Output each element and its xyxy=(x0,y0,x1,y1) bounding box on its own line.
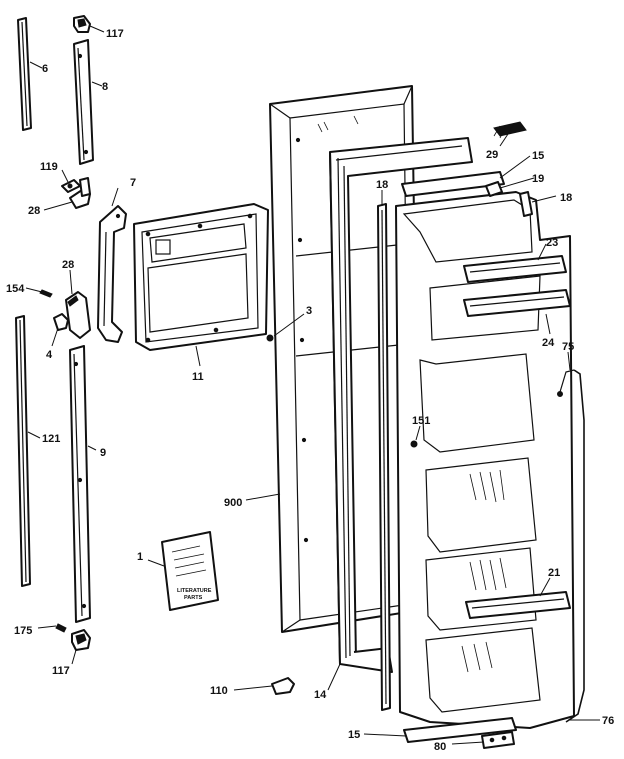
callout-1: 1 xyxy=(137,551,143,563)
part-24-lower-shelf-bar xyxy=(463,289,571,317)
callout-900: 900 xyxy=(224,497,242,509)
callout-28-mid: 28 xyxy=(62,259,74,271)
callout-110: 110 xyxy=(210,685,228,697)
callout-80: 80 xyxy=(434,741,446,753)
callout-7: 7 xyxy=(130,177,136,189)
callout-15-bottom: 15 xyxy=(348,729,360,741)
part-18-right-strip xyxy=(519,191,533,217)
part-175-screw xyxy=(55,623,67,633)
part-151-screw xyxy=(410,440,418,448)
part-7-door-handle xyxy=(97,205,127,343)
callout-11: 11 xyxy=(192,371,204,383)
leader-lines xyxy=(25,25,600,745)
callout-18-right: 18 xyxy=(560,192,572,204)
callout-117-bottom: 117 xyxy=(52,665,70,677)
callout-8: 8 xyxy=(102,81,108,93)
part-19-clip xyxy=(485,181,503,197)
part-18-left-strip xyxy=(377,203,391,711)
callout-119: 119 xyxy=(40,161,58,173)
callout-15-top: 15 xyxy=(532,150,544,162)
part-21-bottom-shelf-bar xyxy=(465,591,571,619)
part-28-mid-bracket xyxy=(65,291,91,339)
part-3-screw xyxy=(266,334,274,342)
callout-9: 9 xyxy=(100,447,106,459)
part-6-trim-strip xyxy=(17,17,32,131)
part-4-clip xyxy=(53,313,69,331)
callout-121: 121 xyxy=(42,433,60,445)
part-75-tube-fitting xyxy=(557,369,575,397)
part-8-hinge-bar xyxy=(73,39,94,165)
callout-75: 75 xyxy=(562,341,574,353)
part-119-hinge-pin xyxy=(61,179,81,193)
part-117-bottom-clip xyxy=(71,629,91,651)
part-15-bottom-endcap xyxy=(403,717,517,743)
part-1-literature-card: LITERATURE PARTS xyxy=(161,531,219,611)
callout-18-left: 18 xyxy=(376,179,388,191)
callout-151: 151 xyxy=(412,415,430,427)
part-29-clip xyxy=(493,121,527,139)
callout-154: 154 xyxy=(6,283,25,295)
callout-4: 4 xyxy=(46,349,53,361)
part-154-screw xyxy=(39,289,53,298)
part-15-top-endcap xyxy=(401,171,505,197)
part-110-plug xyxy=(271,677,295,695)
callout-19: 19 xyxy=(532,173,544,185)
callout-3: 3 xyxy=(306,305,312,317)
part-121-trim-strip xyxy=(15,315,31,587)
card-title: LITERATURE xyxy=(177,588,212,594)
part-117-top-clip xyxy=(73,15,91,33)
part-9-hinge-bar xyxy=(69,345,91,623)
callout-175: 175 xyxy=(14,625,32,637)
callout-76: 76 xyxy=(602,715,614,727)
callout-24: 24 xyxy=(542,337,555,349)
part-11-dispenser-housing xyxy=(133,203,269,351)
callout-29: 29 xyxy=(486,149,498,161)
callout-23: 23 xyxy=(546,237,558,249)
callout-21: 21 xyxy=(548,567,560,579)
part-76-water-tube xyxy=(565,369,585,723)
callout-28-top: 28 xyxy=(28,205,40,217)
part-14-door-gasket xyxy=(329,137,473,673)
part-23-upper-shelf-bar xyxy=(463,255,567,283)
part-80-bracket xyxy=(481,731,515,749)
callout-14: 14 xyxy=(314,689,327,701)
card-subtitle: PARTS xyxy=(184,595,203,601)
callout-117-top: 117 xyxy=(106,28,124,40)
callout-6: 6 xyxy=(42,63,48,75)
part-28-top-bracket xyxy=(69,177,91,209)
